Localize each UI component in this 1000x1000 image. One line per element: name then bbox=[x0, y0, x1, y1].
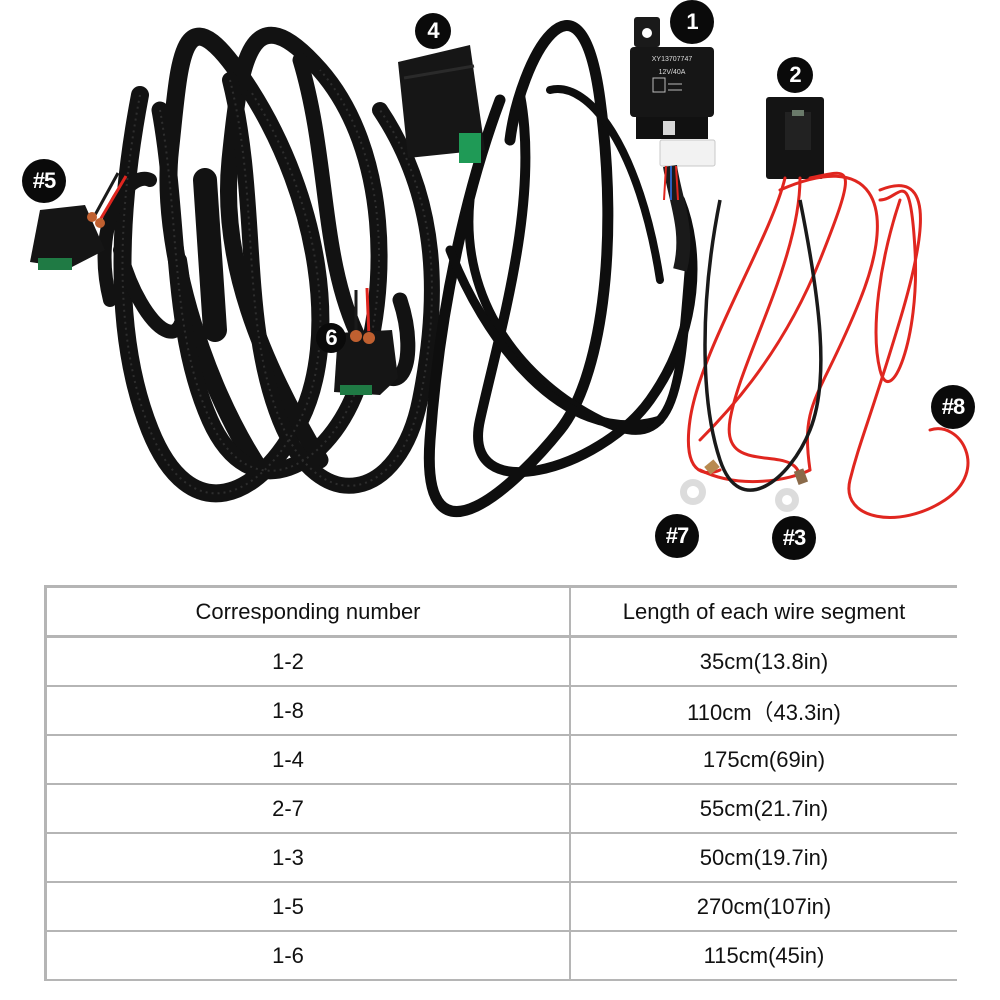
callout-badge-6: 6 bbox=[313, 320, 349, 356]
fuse-holder-component bbox=[766, 97, 824, 179]
callout-label: 1 bbox=[686, 9, 698, 34]
callout-badge-1: 1 bbox=[670, 0, 714, 44]
callout-badge-2: 2 bbox=[777, 57, 813, 93]
callout-badge-3: #3 bbox=[772, 516, 816, 560]
length-cell: 270cm(107in) bbox=[569, 881, 957, 932]
wire-length-table: Corresponding number Length of each wire… bbox=[44, 585, 957, 981]
ring-terminal-3 bbox=[775, 468, 809, 512]
relay-component: XY13707747 12V/40A bbox=[630, 17, 716, 272]
light-connector-6 bbox=[334, 287, 398, 395]
callout-label: #8 bbox=[941, 394, 966, 419]
wiring-harness-photo: XY13707747 12V/40A bbox=[30, 17, 970, 519]
pair-cell: 1-8 bbox=[44, 685, 571, 736]
callout-label: 6 bbox=[316, 323, 346, 353]
black-thin-wire bbox=[703, 199, 823, 492]
callout-label: #5 bbox=[32, 168, 57, 193]
relay-rating-text: 12V/40A bbox=[659, 69, 686, 76]
table-header-row: Corresponding number Length of each wire… bbox=[44, 585, 957, 638]
length-cell: 115cm(45in) bbox=[569, 930, 957, 981]
length-cell: 175cm(69in) bbox=[569, 734, 957, 785]
ring-terminal-7 bbox=[680, 459, 720, 505]
relay-model-text: XY13707747 bbox=[652, 56, 693, 63]
callout-label: #7 bbox=[665, 523, 690, 548]
corrugated-sheath-loops bbox=[97, 26, 440, 503]
length-cell: 50cm(19.7in) bbox=[569, 832, 957, 883]
column-header-number: Corresponding number bbox=[44, 585, 571, 638]
callout-badge-7: #7 bbox=[655, 514, 699, 558]
black-cable-bundle bbox=[423, 20, 698, 517]
callout-label: 4 bbox=[427, 18, 439, 43]
callout-badge-5: #5 bbox=[22, 159, 66, 203]
callout-badge-8: #8 bbox=[931, 385, 975, 429]
callout-label: #3 bbox=[782, 525, 807, 550]
light-connector-5 bbox=[30, 172, 128, 270]
red-wires bbox=[686, 171, 970, 519]
pair-cell: 1-4 bbox=[44, 734, 571, 785]
length-cell: 110cm（43.3in) bbox=[569, 685, 957, 736]
length-cell: 55cm(21.7in) bbox=[569, 783, 957, 834]
pair-cell: 1-6 bbox=[44, 930, 571, 981]
pair-cell: 1-3 bbox=[44, 832, 571, 883]
column-header-length: Length of each wire segment bbox=[569, 585, 957, 638]
pair-cell: 1-2 bbox=[44, 635, 571, 687]
callout-label: 2 bbox=[789, 62, 801, 87]
pair-cell: 2-7 bbox=[44, 783, 571, 834]
callout-badge-4: 4 bbox=[415, 13, 451, 49]
switch-component bbox=[398, 45, 485, 163]
length-cell: 35cm(13.8in) bbox=[569, 635, 957, 687]
pair-cell: 1-5 bbox=[44, 881, 571, 932]
